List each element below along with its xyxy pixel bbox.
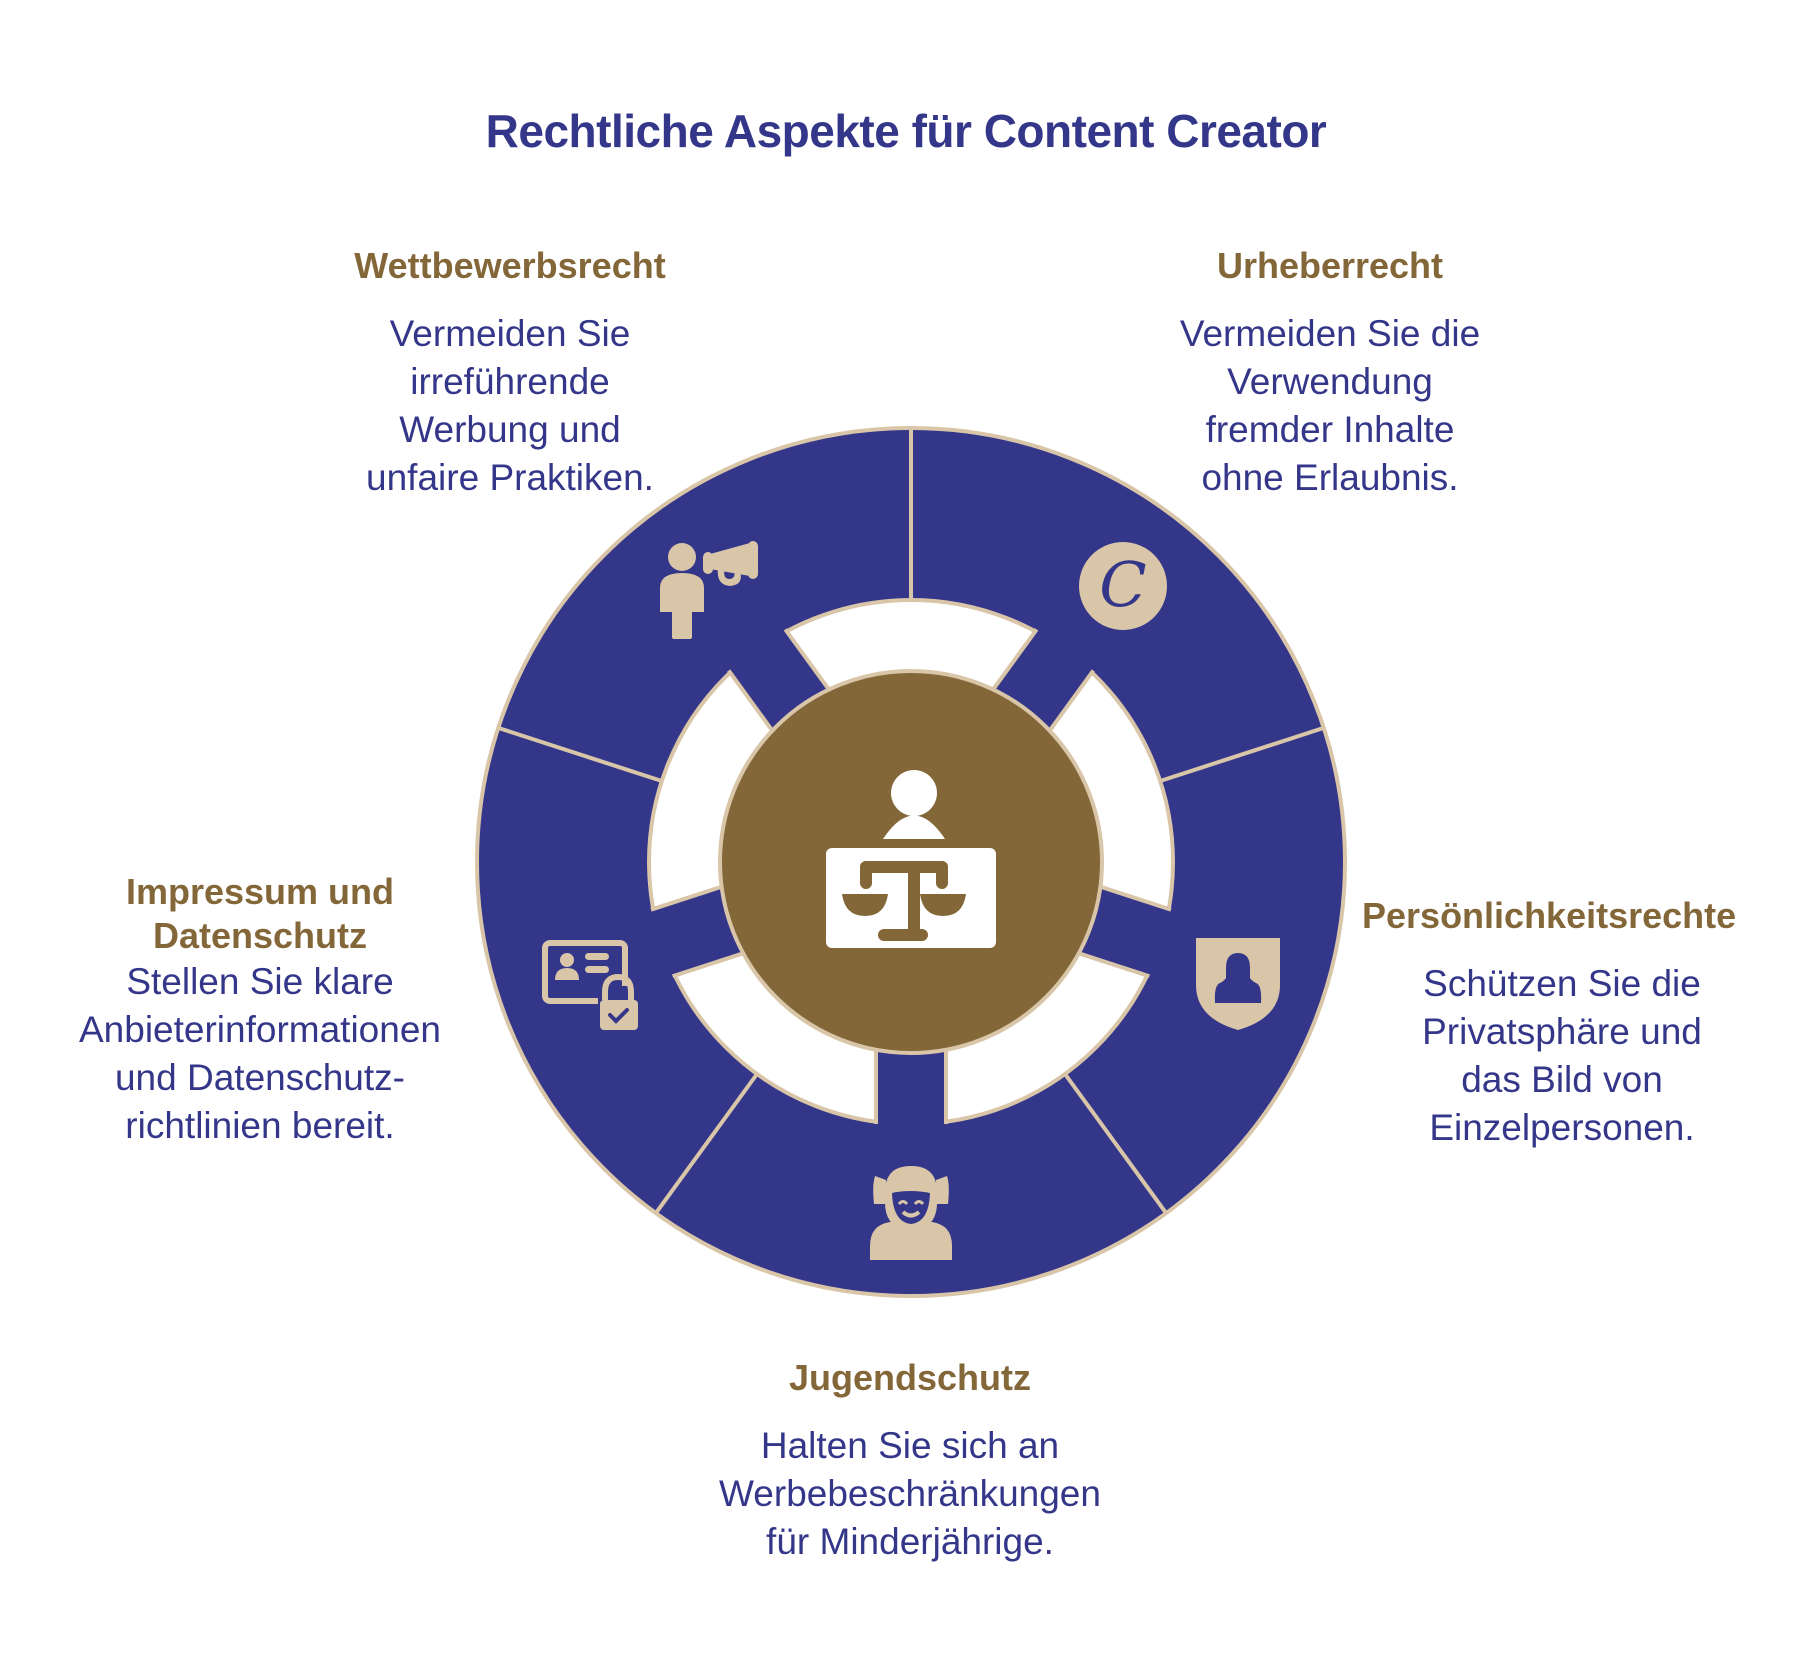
segment-jugendschutz: Jugendschutz Halten Sie sich an Werbebes… [680, 1356, 1140, 1566]
id-card-lock-icon [542, 940, 638, 1034]
segment-description: Vermeiden Sie die Verwendung fremder Inh… [1179, 313, 1481, 498]
segment-wettbewerbsrecht: Wettbewerbsrecht Vermeiden Sie irreführe… [300, 244, 720, 502]
segment-heading: Impressum und Datenschutz [125, 871, 395, 956]
segment-description: Halten Sie sich an Werbebeschränkungen f… [719, 1425, 1101, 1562]
judge-with-scales-icon [826, 770, 996, 948]
svg-text:C: C [1099, 548, 1146, 621]
segment-urheberrecht: Urheberrecht Vermeiden Sie die Verwendun… [1130, 244, 1530, 502]
segment-heading: Persönlichkeitsrechte [1362, 895, 1737, 936]
segment-heading: Jugendschutz [788, 1357, 1031, 1398]
segment-heading: Urheberrecht [1216, 245, 1444, 286]
person-megaphone-icon [660, 541, 758, 639]
copyright-icon: C [1079, 542, 1167, 630]
segment-dividers [497, 428, 1325, 1215]
segment-description: Schützen Sie die Privatsphäre und das Bi… [1422, 963, 1702, 1148]
segment-persoenlichkeitsrechte: Persönlichkeitsrechte Schützen Sie die P… [1362, 894, 1802, 1152]
child-icon [870, 1166, 952, 1260]
segment-description: Vermeiden Sie irreführende Werbung und u… [366, 313, 654, 498]
shield-person-icon [1196, 938, 1280, 1030]
segment-heading: Wettbewerbsrecht [354, 245, 666, 286]
segment-description: Stellen Sie klare Anbieterinformationen … [79, 961, 441, 1146]
segment-impressum-datenschutz: Impressum und Datenschutz Stellen Sie kl… [40, 870, 480, 1150]
page-title: Rechtliche Aspekte für Content Creator [485, 105, 1327, 157]
